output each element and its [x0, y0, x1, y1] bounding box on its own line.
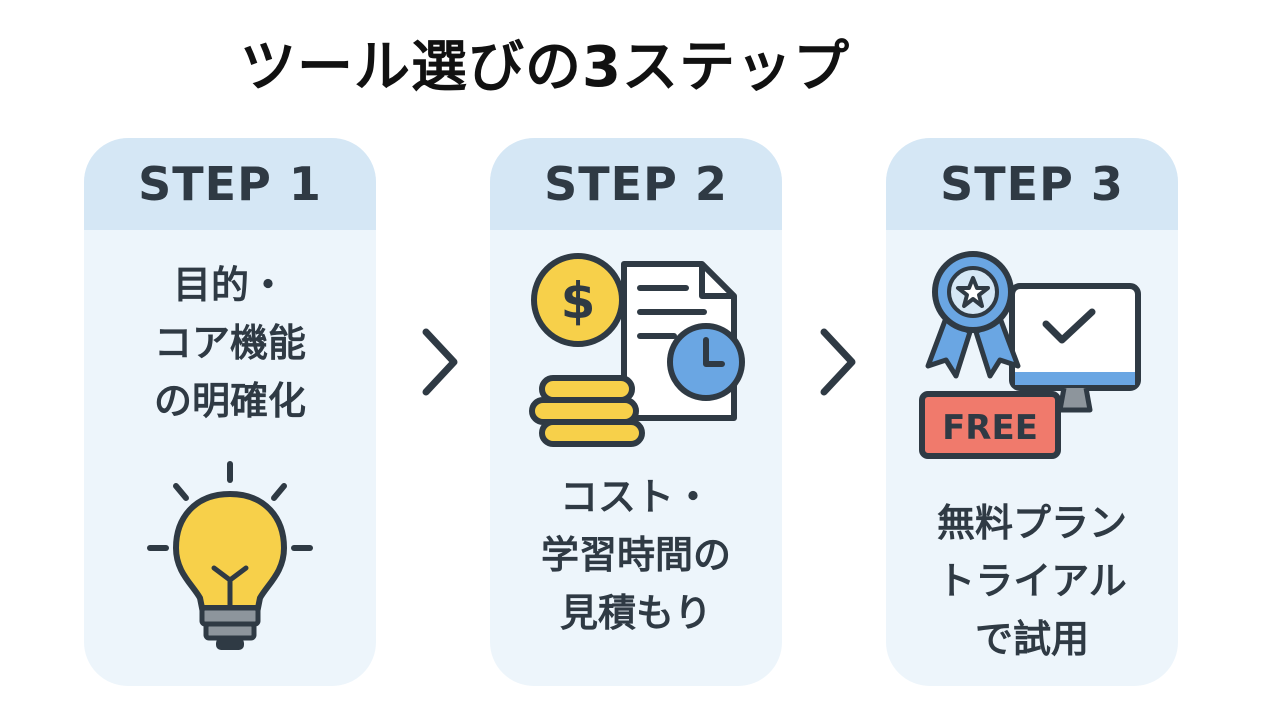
cost-time-icon: $: [524, 250, 754, 455]
chevron-right-icon: [818, 322, 858, 402]
chevron-right-icon: [420, 322, 460, 402]
step-card-1: STEP 1 目的・ コア機能 の明確化: [84, 138, 376, 686]
step-text-2: コスト・ 学習時間の 見積もり: [490, 468, 782, 642]
step-card-3: STEP 3 FREE 無料プラン トライアル で試用: [886, 138, 1178, 686]
page-title: ツール選びの3ステップ: [240, 35, 850, 100]
step-text-2-line-2: 学習時間の: [540, 533, 731, 577]
step-text-3-line-2: トライアル: [937, 559, 1127, 603]
step-header-2: STEP 2: [490, 138, 782, 230]
step-card-2: STEP 2 $ コスト・ 学習時間の 見積もり: [490, 138, 782, 686]
step-text-1-line-3: の明確化: [153, 379, 306, 423]
free-trial-icon: FREE: [916, 248, 1146, 468]
step-text-1-line-1: 目的・: [172, 263, 287, 307]
free-badge-text: FREE: [942, 408, 1038, 448]
step-label-3: STEP 3: [940, 157, 1124, 211]
step-text-1: 目的・ コア機能 の明確化: [84, 256, 376, 430]
step-text-3-line-3: で試用: [974, 617, 1089, 661]
step-label-2: STEP 2: [544, 157, 728, 211]
svg-text:$: $: [561, 272, 596, 330]
step-text-2-line-1: コスト・: [559, 475, 712, 519]
lightbulb-icon: [140, 456, 320, 656]
step-header-1: STEP 1: [84, 138, 376, 230]
step-label-1: STEP 1: [138, 157, 322, 211]
step-text-3-line-1: 無料プラン: [936, 501, 1127, 545]
step-text-3: 無料プラン トライアル で試用: [886, 494, 1178, 668]
step-header-3: STEP 3: [886, 138, 1178, 230]
step-text-1-line-2: コア機能: [153, 321, 306, 365]
step-text-2-line-3: 見積もり: [559, 591, 712, 635]
